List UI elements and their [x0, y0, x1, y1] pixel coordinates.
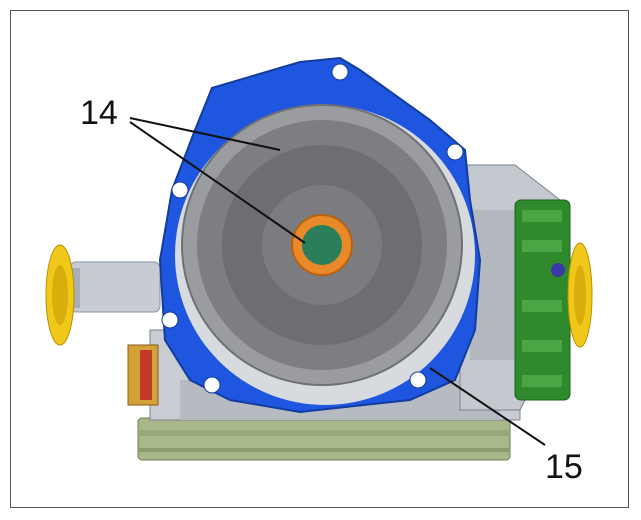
lower-left-fitting: [127, 344, 159, 406]
torque-converter: [181, 104, 463, 386]
oil-pan: [137, 417, 511, 461]
right-output-flange: [567, 242, 593, 348]
input-shaft-center: [291, 214, 353, 276]
figure-frame: [10, 10, 629, 508]
left-output-shaft: [45, 244, 161, 346]
callout-14-label: 14: [80, 94, 118, 132]
callout-14-leaders: [129, 117, 306, 244]
callout-15-leader: [429, 367, 546, 446]
callout-15-label: 15: [545, 448, 583, 486]
oil-cooler: [514, 199, 571, 401]
